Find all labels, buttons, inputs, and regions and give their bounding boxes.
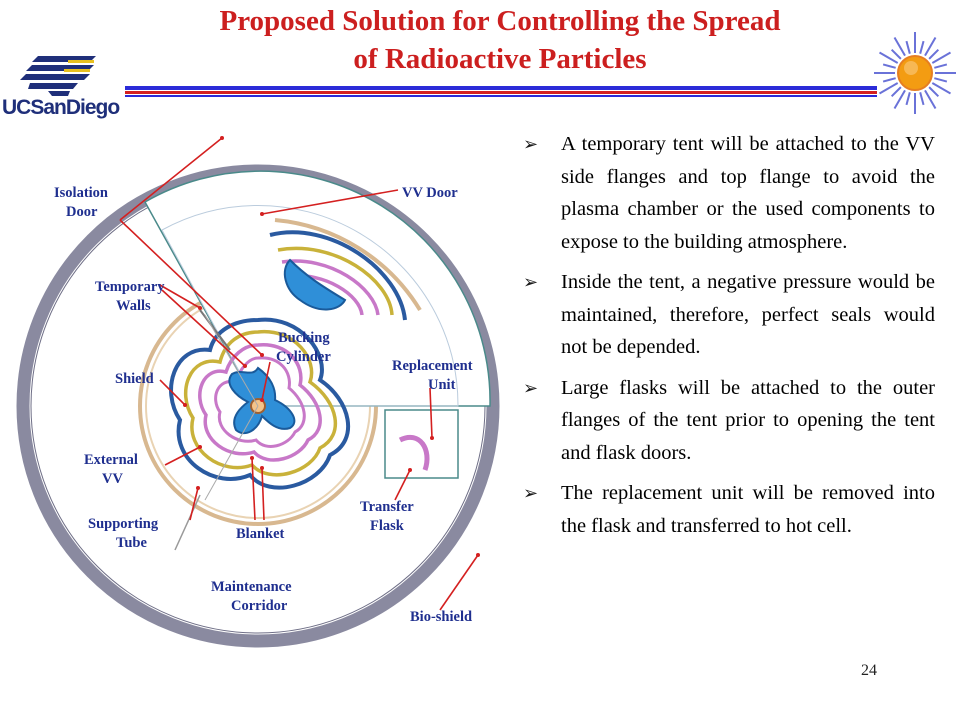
sun-ray	[882, 63, 896, 69]
title-rule-red	[125, 91, 877, 94]
ucsd-triton-logo-icon	[20, 56, 96, 96]
bullet-text: The replacement unit will be removed int…	[561, 482, 935, 537]
bullet-item: ➢ The replacement unit will be removed in…	[515, 477, 935, 542]
label-transfer-flask-2: Flask	[370, 518, 405, 534]
supporting-tube-line	[174, 494, 201, 551]
label-isolation-door-1: Isolation	[54, 185, 108, 201]
label-supporting-tube-2: Tube	[116, 535, 147, 551]
sun-ray	[905, 40, 911, 54]
sun-ray	[878, 82, 899, 95]
temporary-wall-line	[199, 309, 231, 351]
label-bucking-cylinder-2: Cylinder	[276, 349, 331, 365]
label-external-vv-1: External	[84, 452, 138, 468]
slide-title-line-2: of Radioactive Particles	[353, 43, 647, 75]
sun-icon	[874, 32, 956, 114]
label-maintenance-corridor-1: Maintenance	[211, 579, 292, 595]
bullet-arrow-icon: ➢	[523, 483, 539, 503]
sun-ray	[893, 89, 906, 110]
vv-door-external-vv	[269, 230, 407, 321]
page-number: 24	[861, 662, 877, 679]
sun-ray	[931, 82, 952, 95]
sun-ray	[919, 92, 925, 106]
label-supporting-tube-1: Supporting	[88, 516, 159, 532]
sun-ray	[934, 77, 948, 83]
label-temporary-walls-1: Temporary	[95, 279, 165, 295]
bullet-item: ➢ Inside the tent, a negative pressure wo…	[515, 266, 935, 364]
sun-ray	[893, 36, 906, 57]
bullet-list: ➢ A temporary tent will be attached to th…	[515, 128, 935, 550]
bullet-text: Large flasks will be attached to the out…	[561, 376, 935, 464]
sun-ray	[878, 51, 899, 64]
reactor-maintenance-diagram: Isolation Door VV Door Temporary Walls B…	[16, 136, 500, 648]
bullet-item: ➢ Large flasks will be attached to the ou…	[515, 372, 935, 470]
sun-ray	[924, 89, 937, 110]
bullet-arrow-icon: ➢	[523, 134, 539, 154]
sun-ray	[928, 86, 940, 98]
sun-ray	[924, 36, 937, 57]
label-maintenance-corridor-2: Corridor	[231, 598, 288, 614]
label-isolation-door-2: Door	[66, 204, 98, 220]
label-bucking-cylinder-1: Bucking	[278, 330, 330, 346]
sun-ray	[928, 48, 940, 60]
sun-ray	[931, 51, 952, 64]
external-vv-outline	[169, 317, 350, 490]
sun-ray	[934, 63, 948, 69]
sun-ray	[882, 77, 896, 83]
slide-title-line-1: Proposed Solution for Controlling the Sp…	[219, 5, 781, 37]
sun-ray	[890, 86, 902, 98]
vv-door-plasma-chamber	[283, 258, 347, 311]
label-blanket: Blanket	[236, 526, 285, 542]
sun-ray	[890, 48, 902, 60]
replacement-unit-shape	[398, 434, 430, 471]
label-replacement-unit-1: Replacement	[392, 358, 473, 374]
label-external-vv-2: VV	[102, 471, 123, 487]
sun-ray	[919, 40, 925, 54]
label-vv-door: VV Door	[402, 185, 458, 201]
ucsd-logo-text: UCSanDiego	[2, 96, 120, 119]
label-bio-shield: Bio-shield	[410, 609, 472, 625]
bullet-text: A temporary tent will be attached to the…	[561, 133, 935, 253]
vv-door-blanket	[277, 246, 394, 316]
bullet-item: ➢ A temporary tent will be attached to th…	[515, 128, 935, 258]
bullet-arrow-icon: ➢	[523, 377, 539, 398]
slide-title: Proposed Solution for Controlling the Sp…	[130, 2, 870, 78]
bullet-arrow-icon: ➢	[523, 272, 539, 292]
title-rule-blue	[125, 86, 877, 90]
label-replacement-unit-2: Unit	[428, 377, 456, 393]
label-shield: Shield	[115, 371, 154, 387]
bullet-text: Inside the tent, a negative pressure wou…	[561, 271, 935, 358]
sun-ray	[905, 92, 911, 106]
vv-door-shield-arc	[274, 218, 422, 312]
title-rule-blue-thin	[125, 95, 877, 97]
label-transfer-flask-1: Transfer	[360, 499, 414, 515]
label-temporary-walls-2: Walls	[116, 298, 151, 314]
